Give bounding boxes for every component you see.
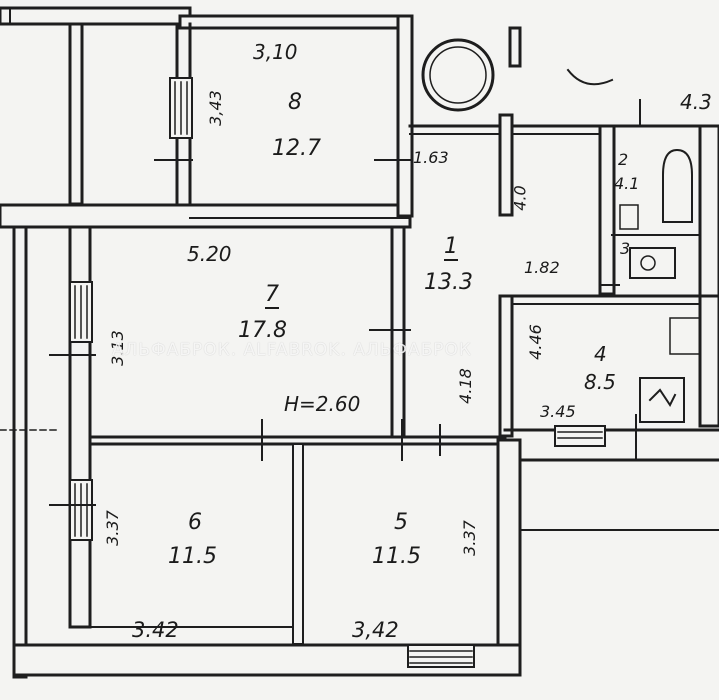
wall-room5-right xyxy=(496,438,522,672)
wall-room8-bottom xyxy=(0,203,412,229)
room4-area: 8.5 xyxy=(584,370,616,394)
wall-kitchen-left xyxy=(498,294,514,438)
room8-dim-side: 3,43 xyxy=(205,90,225,126)
room5-number: 5 xyxy=(394,510,408,535)
wall-left-upper xyxy=(68,22,84,206)
wall-room7-right xyxy=(390,225,406,439)
room4-dim-a: 4.46 xyxy=(525,324,545,360)
room4-number: 4 xyxy=(594,342,607,366)
room2-area: 4.1 xyxy=(614,174,640,193)
bathtub-fixture xyxy=(662,148,693,223)
sink-fixture xyxy=(619,204,639,230)
balcony-dim: 4.3 xyxy=(680,90,712,114)
room1-dim-a: 1.63 xyxy=(413,148,449,167)
wall-bath-right xyxy=(698,124,719,428)
room4-dim-b: 3.45 xyxy=(540,402,576,421)
wall-top-room8 xyxy=(178,14,412,30)
room7-dim-top: 5.20 xyxy=(187,242,232,266)
room6-area: 11.5 xyxy=(168,544,217,569)
wall-bath-left xyxy=(598,124,616,296)
toilet-fixture xyxy=(629,247,676,279)
room6-dim-side: 3.37 xyxy=(102,510,122,546)
room8-dim-top: 3,10 xyxy=(253,40,298,64)
room6-dim-bottom: 3.42 xyxy=(132,618,179,642)
room1-number: 1 xyxy=(444,234,458,261)
room5-dim-side: 3.37 xyxy=(459,520,479,556)
wall-room8-right xyxy=(396,14,414,218)
room6-number: 6 xyxy=(188,510,202,535)
wall-room6-room5 xyxy=(292,443,304,645)
room8-number: 8 xyxy=(288,90,302,115)
wall-top-left xyxy=(0,6,192,26)
wall-corridor-right xyxy=(498,113,514,217)
corner-bracket xyxy=(508,26,522,68)
room5-dim-bottom: 3,42 xyxy=(352,618,399,642)
window-kitchen xyxy=(554,425,606,447)
room1-area: 13.3 xyxy=(424,270,473,295)
room2-dim-side: 4.0 xyxy=(510,185,530,211)
room1-dim-b: 1.82 xyxy=(524,258,560,277)
watermark: АЛЬФАБРОК. ALFABROK. АЛЬФАБРОК xyxy=(112,340,472,360)
room2-number: 2 xyxy=(618,150,629,169)
room3-number: 3 xyxy=(620,239,631,258)
room1-dim-c: 4.18 xyxy=(455,368,475,404)
ceiling-height: H=2.60 xyxy=(284,392,361,416)
stove-fixture xyxy=(639,377,685,423)
room7-number: 7 xyxy=(265,282,279,309)
pipe-column-icon xyxy=(421,38,495,112)
room7-area: 17.8 xyxy=(238,318,287,343)
room8-area: 12.7 xyxy=(272,136,321,161)
room5-area: 11.5 xyxy=(372,544,421,569)
wall-outer-left xyxy=(12,225,28,679)
